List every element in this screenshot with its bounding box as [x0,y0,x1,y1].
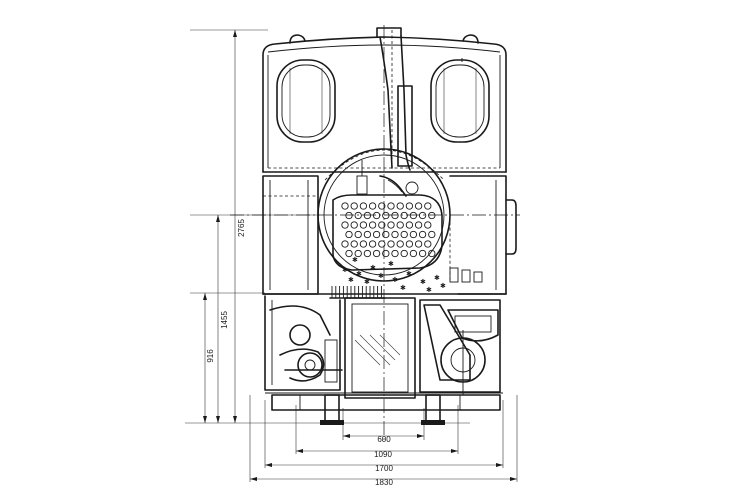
fire-tube [391,230,399,239]
ash-particle: ✱ [434,274,440,282]
fire-tube [345,249,353,258]
fire-tube [400,230,408,239]
fire-tube [418,249,427,258]
fire-tube [359,202,368,210]
fire-tube [350,221,358,229]
chimney [376,27,413,171]
fire-tube [396,240,404,248]
fire-tube [418,211,427,220]
fire-tube [405,221,414,229]
fire-tube [354,249,362,258]
fire-tube [391,211,399,220]
ash-particle: ✱ [440,282,446,290]
dim-label-boiler-axis: 1455 [220,311,229,329]
fire-tube [378,221,386,229]
fire-tube [368,240,377,248]
dim-label-wheel-base: 1090 [374,450,392,459]
vertical-dimensions: 2765 1455 916 [185,29,470,424]
ash-particle: ✱ [378,272,384,280]
fire-tubes [341,202,436,258]
fire-tube [424,240,432,248]
fire-tube [414,202,423,210]
fire-tube [378,240,386,248]
fire-tube [387,240,395,248]
fire-tube [391,249,399,258]
cab-window-left [276,59,336,143]
fire-tube [400,249,408,258]
fire-tube [387,221,395,229]
fire-tube [345,230,353,239]
cab-window-right [430,58,490,143]
dim-label-axle-height: 916 [206,349,215,363]
dim-label-total-height: 2765 [237,219,246,237]
fire-tube [382,230,390,239]
fire-tube [405,202,414,210]
fire-tube [350,202,358,210]
ash-particle: ✱ [370,264,376,272]
fire-tube [396,221,404,229]
fire-tube [372,230,381,239]
fire-tube [424,221,432,229]
fire-tube [428,249,436,258]
dim-label-overall-width: 1830 [375,478,393,487]
horizontal-dimensions: 600 1090 1700 1830 [249,395,518,487]
fire-tube [382,211,390,220]
fire-tube [405,240,414,248]
cab [262,34,507,173]
fire-tube [341,221,349,229]
ash-particle: ✱ [364,278,370,286]
ash-particle: ✱ [356,270,362,278]
fire-tube [363,230,372,239]
center-lines [230,25,520,440]
left-running-gear [269,305,343,383]
fire-tube [428,211,436,220]
fire-tube [363,211,372,220]
fire-tube [409,249,418,258]
fire-tube [409,211,418,220]
fire-tube [363,249,372,258]
fire-tube [414,221,423,229]
fire-tube [414,240,423,248]
fire-tube [354,211,362,220]
fire-tube [424,202,432,210]
ash-particle: ✱ [388,260,394,268]
fire-tube [387,202,395,210]
ash-particle: ✱ [352,256,358,264]
fire-tube [368,221,377,229]
fire-tube [368,202,377,210]
fire-tube [396,202,404,210]
dim-label-body-width: 1700 [375,464,393,473]
fire-tube [359,240,368,248]
chassis-bottom [265,392,503,425]
fire-tube [428,230,436,239]
ash-particle: ✱ [342,266,348,274]
grate-bars [331,286,382,298]
ash-particle: ✱ [426,286,432,294]
boiler [317,148,451,282]
fire-tube [409,230,418,239]
fire-tube [378,202,386,210]
fire-tube [350,240,358,248]
fire-tube [382,249,390,258]
fire-tube [400,211,408,220]
fire-tube [372,211,381,220]
ash-particle: ✱ [420,278,426,286]
fire-tube [372,249,381,258]
fire-tube [418,230,427,239]
ash-particle: ✱ [400,284,406,292]
fire-tube [341,240,349,248]
fire-tube [345,211,353,220]
ash-particle: ✱ [348,276,354,284]
fire-tube [354,230,362,239]
frame [264,295,501,399]
side-tanks [262,175,517,295]
ash-particle: ✱ [392,276,398,284]
fire-tube [341,202,349,210]
fire-tube [359,221,368,229]
ash-particle: ✱ [406,270,412,278]
